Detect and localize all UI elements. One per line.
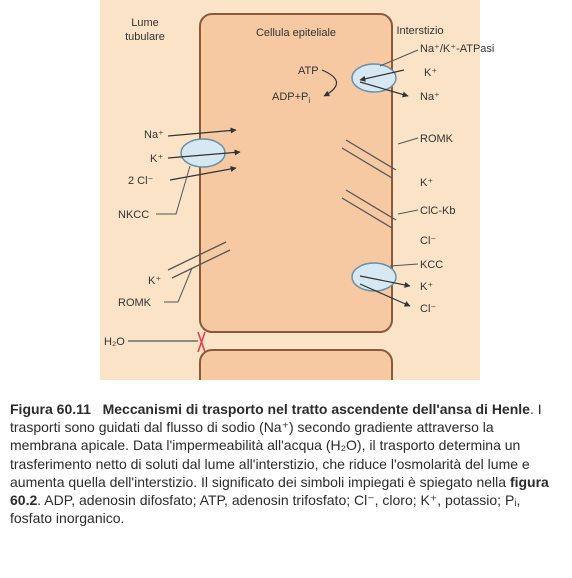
clc-kb-leader <box>397 209 419 215</box>
pump-na-label: Na⁺ <box>420 91 440 103</box>
nkcc-transporter <box>180 138 226 168</box>
kcc-leader <box>389 263 419 267</box>
nkcc-na-label: Na⁺ <box>144 129 164 141</box>
caption-figure-ref: figura 60.2 <box>10 473 549 509</box>
na-k-atpase-leader <box>379 49 419 67</box>
h2o-label: H₂O <box>104 336 125 348</box>
pump-na-arrow <box>359 81 409 98</box>
clc-kb-cl-label: Cl⁻ <box>420 235 436 247</box>
figure-caption: Figura 60.11 Meccanismi di trasporto nel… <box>10 400 558 527</box>
romk-basolateral-label: ROMK <box>420 133 454 145</box>
nkcc-leader <box>156 165 191 215</box>
romk-basolateral-k-label: K⁺ <box>420 177 433 189</box>
atp-adp-arrow <box>321 69 338 97</box>
caption-body-2: . ADP, adenosin difosfato; ATP, adenosin… <box>10 492 521 527</box>
clc-kb-channel <box>341 189 397 229</box>
romk-basolateral-leader <box>397 137 419 145</box>
kcc-label: KCC <box>420 259 443 271</box>
atp-label: ATP <box>298 65 319 77</box>
nkcc-k-label: K⁺ <box>150 153 163 165</box>
romk-apical-label: ROMK <box>118 297 152 309</box>
kcc-k-arrow <box>359 275 411 288</box>
nkcc-label: NKCC <box>118 209 149 221</box>
caption-body-1: . I trasporti sono guidati dal flusso di… <box>10 401 542 490</box>
romk-apical-leader <box>164 267 193 303</box>
lumen-label-1: Lume <box>131 17 159 29</box>
nkcc-cl-label: 2 Cl⁻ <box>128 175 154 187</box>
h2o-blocked-mark <box>197 331 206 353</box>
pump-k-label: K⁺ <box>424 67 437 79</box>
kcc-cl-label: Cl⁻ <box>420 303 436 315</box>
na-k-atpase-label: Na⁺/K⁺-ATPasi <box>420 43 494 55</box>
na-k-atpase-transporter <box>351 63 397 93</box>
cell-label: Cellula epiteliale <box>256 27 336 39</box>
lumen-label-2: tubulare <box>125 31 165 43</box>
nkcc-k-arrow <box>167 149 241 159</box>
adp-label: ADP+Pi <box>272 91 310 105</box>
romk-basolateral-channel <box>341 139 397 179</box>
kcc-transporter <box>351 262 397 292</box>
transport-diagram: Lume tubulare Cellula epiteliale Interst… <box>100 0 494 380</box>
epithelial-cell <box>199 13 393 333</box>
kcc-k-label: K⁺ <box>420 281 433 293</box>
pump-k-arrow <box>359 69 405 82</box>
nkcc-na-arrow <box>167 127 237 137</box>
romk-apical-k-label: K⁺ <box>148 275 161 287</box>
adjacent-cell <box>199 349 393 380</box>
caption-title: Meccanismi di trasporto nel tratto ascen… <box>102 401 530 417</box>
interstitium-label: Interstizio <box>396 25 443 37</box>
nkcc-cl-arrow <box>169 166 237 181</box>
clc-kb-label: ClC-Kb <box>420 205 455 217</box>
kcc-cl-arrow <box>359 283 411 307</box>
romk-apical-channel <box>167 241 231 279</box>
caption-figure-number: Figura 60.11 <box>10 401 91 417</box>
